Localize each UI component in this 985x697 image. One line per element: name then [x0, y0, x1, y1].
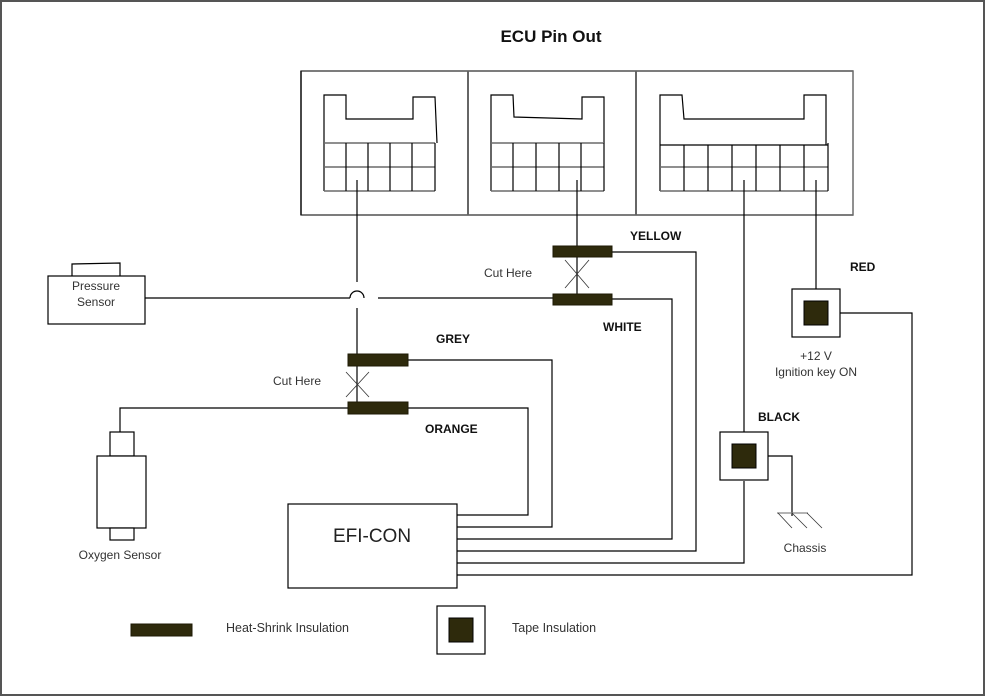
diagram-title: ECU Pin Out [500, 27, 601, 46]
wire-chassis [768, 455, 793, 516]
pressure-sensor: Pressure Sensor [47, 262, 146, 325]
red-voltage-label: +12 V [800, 349, 832, 363]
legend-tape-label: Tape Insulation [512, 621, 596, 635]
efi-con-unit: EFI-CON [287, 503, 458, 589]
wire-white-to-eficon [457, 298, 673, 540]
legend-heat-shrink-swatch [130, 623, 193, 637]
label-grey: GREY [436, 332, 470, 346]
red-ignition-label: Ignition key ON [775, 365, 857, 379]
efi-con-label: EFI-CON [333, 526, 411, 547]
chassis-ground-icon [777, 512, 823, 529]
heat-shrink-yellow [552, 245, 613, 258]
heat-shrink-white [552, 293, 613, 306]
heat-shrink-grey [347, 353, 409, 367]
wire-black-to-eficon [457, 481, 745, 564]
wire-grey-to-eficon [408, 359, 553, 528]
label-white: WHITE [603, 320, 642, 334]
wire-yellow-to-eficon [457, 251, 697, 552]
tape-insulation-red [791, 288, 841, 338]
cut-here-label-yellow-white: Cut Here [484, 266, 532, 280]
legend-tape-swatch [436, 605, 486, 655]
wire-orange-to-eficon [408, 407, 529, 516]
label-red: RED [850, 260, 876, 274]
ecu-connector-3 [659, 94, 829, 192]
wire-orange-oxygen [119, 407, 348, 432]
label-black: BLACK [758, 410, 800, 424]
heat-shrink-orange [347, 401, 409, 415]
label-yellow: YELLOW [630, 229, 682, 243]
wire-red-to-eficon [457, 312, 913, 576]
label-orange: ORANGE [425, 422, 478, 436]
chassis-label: Chassis [784, 541, 827, 555]
tape-insulation-black [719, 431, 769, 481]
ecu-connector-2 [490, 94, 605, 192]
oxygen-sensor-label: Oxygen Sensor [79, 548, 162, 562]
pressure-sensor-label-1: Pressure [72, 279, 120, 293]
oxygen-sensor: Oxygen Sensor [79, 431, 162, 562]
legend-heat-shrink-label: Heat-Shrink Insulation [226, 621, 349, 635]
legend: Heat-Shrink Insulation Tape Insulation [130, 605, 596, 655]
wire-crossover-arc [349, 290, 365, 299]
pressure-sensor-label-2: Sensor [77, 295, 115, 309]
cut-here-label-grey-orange: Cut Here [273, 374, 321, 388]
ecu-connector-1 [323, 94, 438, 192]
